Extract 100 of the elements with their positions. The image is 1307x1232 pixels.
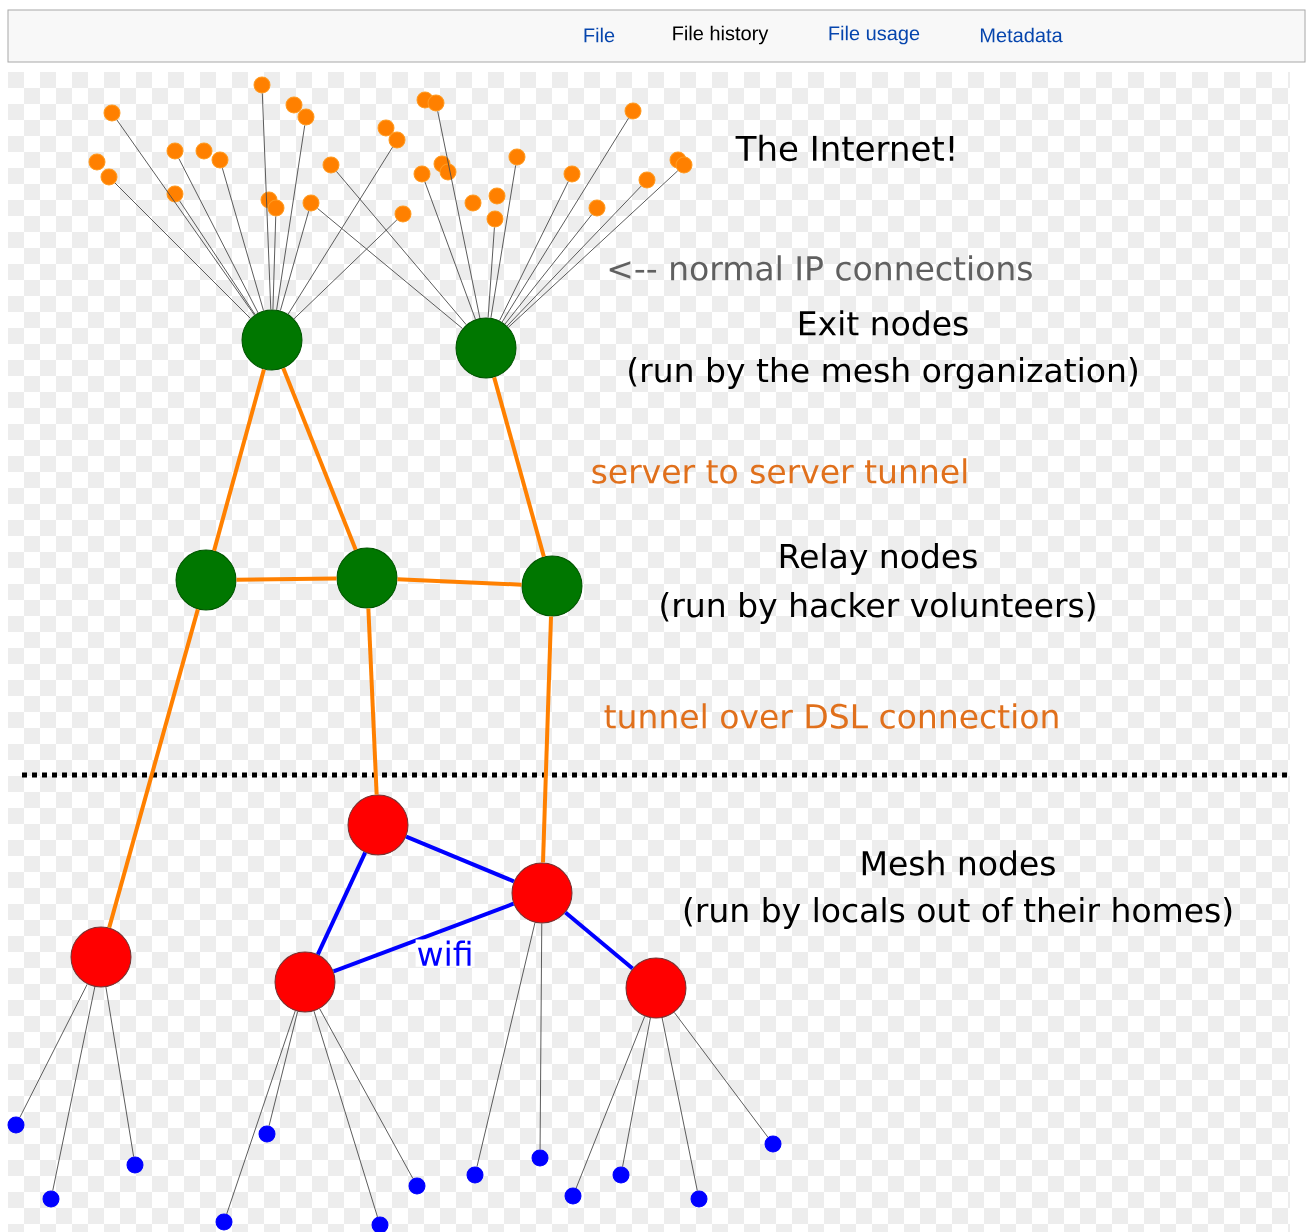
layer-title: Relay nodes [780,543,977,575]
client-dot [42,1190,60,1208]
connection-line [272,216,277,310]
link-annotation: server to server tunnel [592,458,967,484]
host-dot [377,119,395,137]
connection-line [332,901,515,974]
host-dot [394,205,412,223]
mesh-node-circle [274,951,336,1013]
host-dot [302,194,320,212]
host-dot [413,165,431,183]
edge-label: wifi [415,939,475,967]
connection-line [316,851,367,956]
connection-line [19,983,88,1118]
connection-line [281,367,358,551]
layer-description: (run by hacker volunteers) [661,592,1095,624]
connection-line [507,170,679,328]
connection-line [276,124,306,311]
connection-line [336,171,467,326]
client-dot [531,1149,549,1167]
connection-line [105,986,135,1158]
host-dot [624,102,642,120]
client-dot [690,1190,708,1208]
connection-line [490,164,517,319]
host-dot [195,142,213,160]
link-annotation: tunnel over DSL connection [604,703,1058,729]
host-dot [464,194,482,212]
client-dot [7,1116,25,1134]
mesh-node-circle [347,794,409,856]
connection-line [319,1008,414,1179]
connection-line [52,986,96,1192]
client-dot [215,1213,233,1231]
connection-line [268,1011,299,1127]
host-dot [638,171,656,189]
server-node-circle [241,309,303,371]
connection-line [261,93,272,310]
host-dot [297,108,315,126]
host-dot [588,199,606,217]
server-node-circle [175,549,237,611]
connection-line [178,158,259,314]
connection-line [564,911,634,971]
tab-link: File [584,27,615,43]
layer-description: (run by locals out of their homes) [684,897,1232,929]
connection-line [317,208,463,329]
connection-line [236,576,337,582]
connection-line [499,181,569,322]
server-node-circle [521,555,583,617]
connection-line [221,167,264,312]
connection-line [226,1010,296,1215]
mesh-node-circle [70,926,132,988]
host-dot [388,131,406,149]
connection-line [539,923,543,1150]
client-dot [564,1187,582,1205]
host-dot [211,151,229,169]
host-dot [267,199,285,217]
connection-line [673,1011,769,1138]
host-dot [439,163,457,181]
host-dot [166,185,184,203]
host-dot [103,104,121,122]
connection-line [366,608,379,795]
connection-line [661,1017,698,1192]
layer-title: Exit nodes [800,310,968,336]
connection-line [279,210,310,312]
connection-line [212,368,266,552]
layer-description: (run by the mesh organization) [629,357,1137,389]
connection-line [476,922,536,1168]
host-dot [427,94,445,112]
host-dot [88,153,106,171]
host-dot [675,156,693,174]
region-heading: The Internet! [735,134,954,162]
connection-line [622,1017,651,1168]
host-dot [508,148,526,166]
connection-line [504,214,593,325]
connection-line [541,616,553,863]
host-dot [253,76,271,94]
mesh-node-circle [625,957,687,1019]
host-dot [285,96,303,114]
connection-line [397,577,522,587]
connection-line [492,376,546,558]
host-dot [563,165,581,183]
connection-line [179,200,256,316]
tab-link: File history [673,25,769,45]
client-dot [408,1177,426,1195]
tab-link: File usage [829,25,920,45]
connection-line [405,834,515,884]
connection-line [437,110,481,319]
client-dot [126,1156,144,1174]
connection-line [575,1015,646,1189]
mesh-node-circle [511,862,573,924]
connection-line [487,227,495,319]
server-node-circle [336,547,398,609]
host-dot [488,187,506,205]
connection-line [506,185,642,327]
client-dot [612,1166,630,1184]
connection-line [114,182,251,319]
connection-line [424,181,476,320]
host-dot [322,156,340,174]
connection-line [293,219,398,320]
connection-line [501,117,629,323]
layer-title: Mesh nodes [862,850,1055,876]
connection-line [116,119,255,316]
